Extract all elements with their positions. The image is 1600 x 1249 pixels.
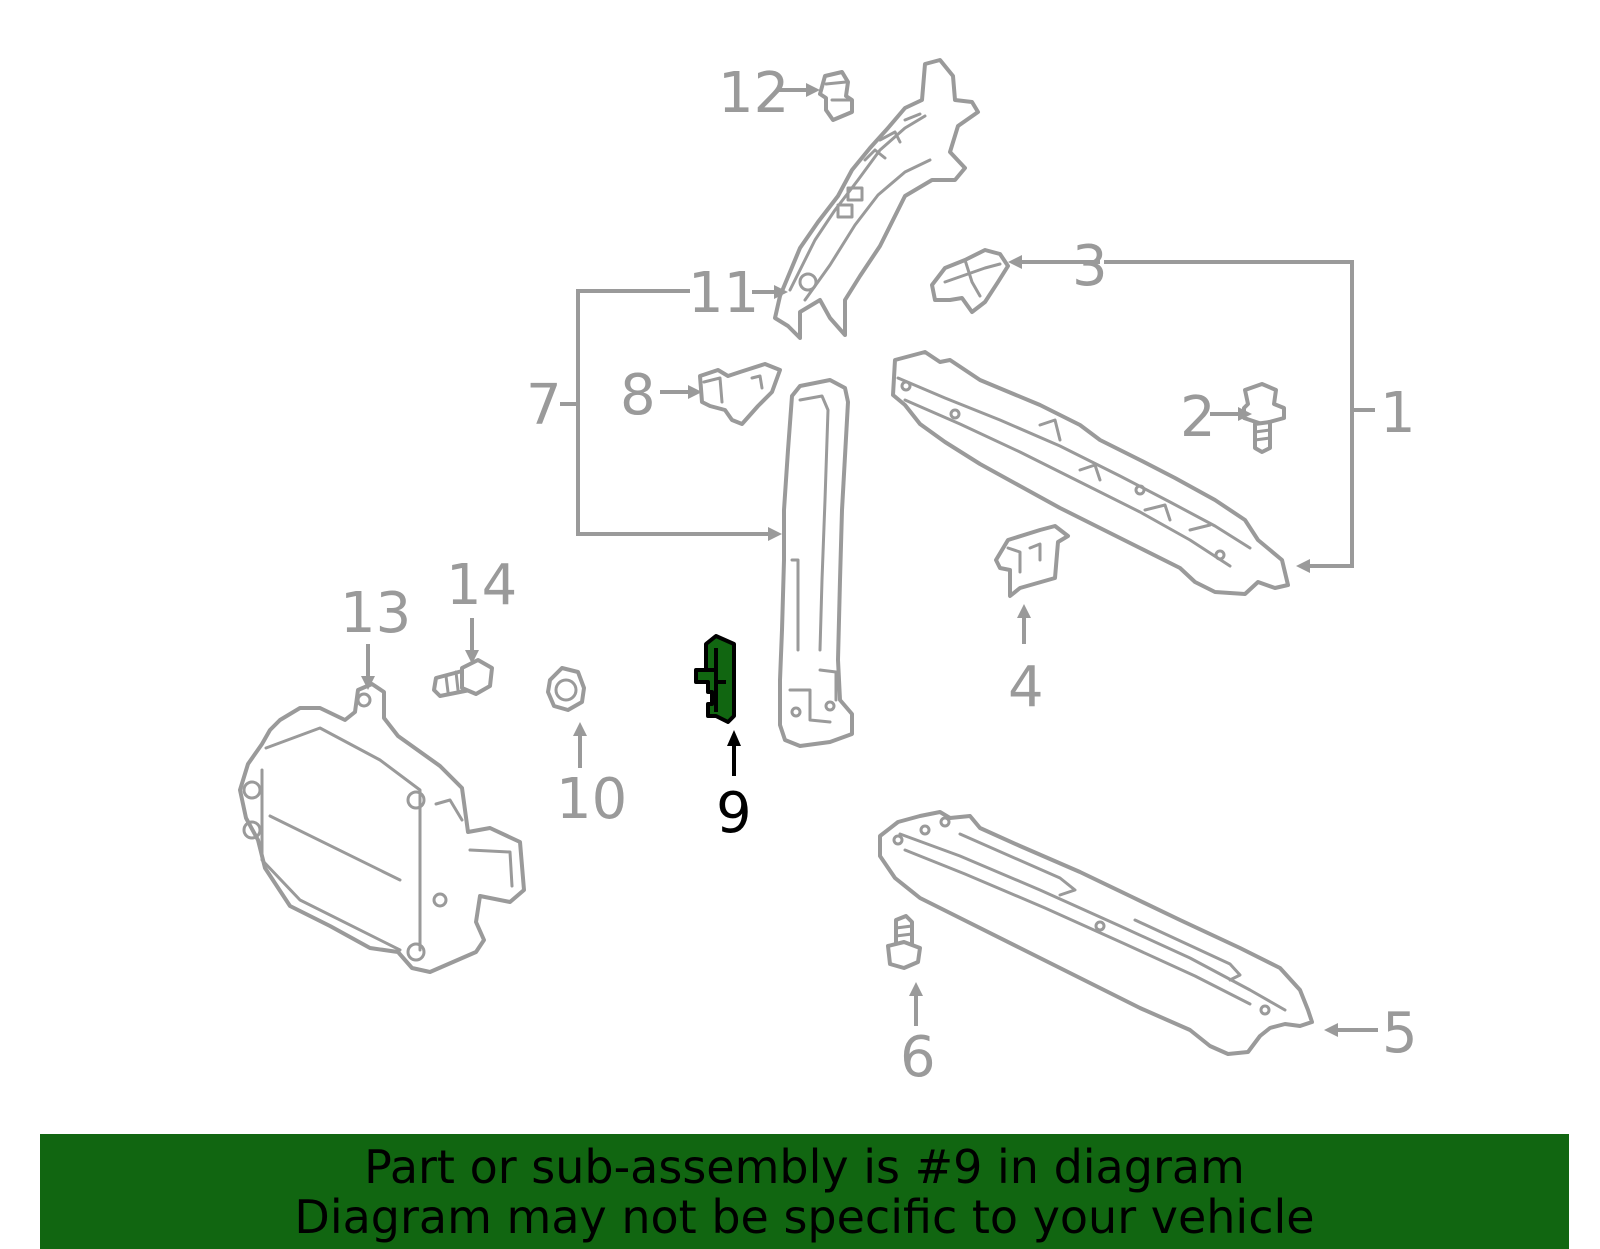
callout-10[interactable]: 10	[556, 767, 627, 832]
part-5-lower-support[interactable]	[878, 810, 1314, 1056]
callout-labels: 12 11 3 1 2 8 7 4 14 13 10 9 6 5	[340, 61, 1418, 1090]
callout-12[interactable]: 12	[718, 61, 789, 126]
part-2-bolt[interactable]	[1242, 382, 1286, 454]
callout-5[interactable]: 5	[1382, 1001, 1418, 1066]
banner-line-1: Part or sub-assembly is #9 in diagram	[364, 1140, 1245, 1194]
callout-1[interactable]: 1	[1380, 381, 1416, 446]
part-11-upper-bracket[interactable]	[773, 58, 980, 340]
callout-9[interactable]: 9	[716, 781, 752, 846]
callout-6[interactable]: 6	[900, 1025, 936, 1090]
part-6-bolt[interactable]	[886, 914, 922, 970]
part-4-bracket[interactable]	[994, 524, 1070, 598]
part-13-sensor-module[interactable]	[238, 682, 526, 974]
callout-7[interactable]: 7	[526, 373, 562, 438]
callout-11[interactable]: 11	[688, 261, 759, 326]
part-9-highlighted-bracket[interactable]	[694, 634, 736, 724]
leader-lines	[361, 83, 1378, 1037]
part-12-clip[interactable]	[818, 70, 854, 122]
part-3-bracket[interactable]	[930, 248, 1010, 314]
info-banner: Part or sub-assembly is #9 in diagram Di…	[40, 1134, 1569, 1249]
callout-2[interactable]: 2	[1180, 385, 1216, 450]
banner-line-2: Diagram may not be specific to your vehi…	[294, 1190, 1315, 1244]
part-14-bolt[interactable]	[432, 658, 494, 698]
callout-3[interactable]: 3	[1072, 234, 1108, 299]
parts-diagram: 12 11 3 1 2 8 7 4 14 13 10 9 6 5	[238, 58, 1418, 1090]
callout-4[interactable]: 4	[1008, 655, 1044, 720]
part-10-nut[interactable]	[546, 666, 586, 712]
callout-14[interactable]: 14	[446, 553, 517, 618]
callout-8[interactable]: 8	[620, 363, 656, 428]
part-1-upper-support[interactable]	[891, 350, 1290, 596]
part-8-bracket[interactable]	[698, 362, 782, 426]
part-7-side-support[interactable]	[778, 378, 854, 748]
callout-13[interactable]: 13	[340, 581, 411, 646]
